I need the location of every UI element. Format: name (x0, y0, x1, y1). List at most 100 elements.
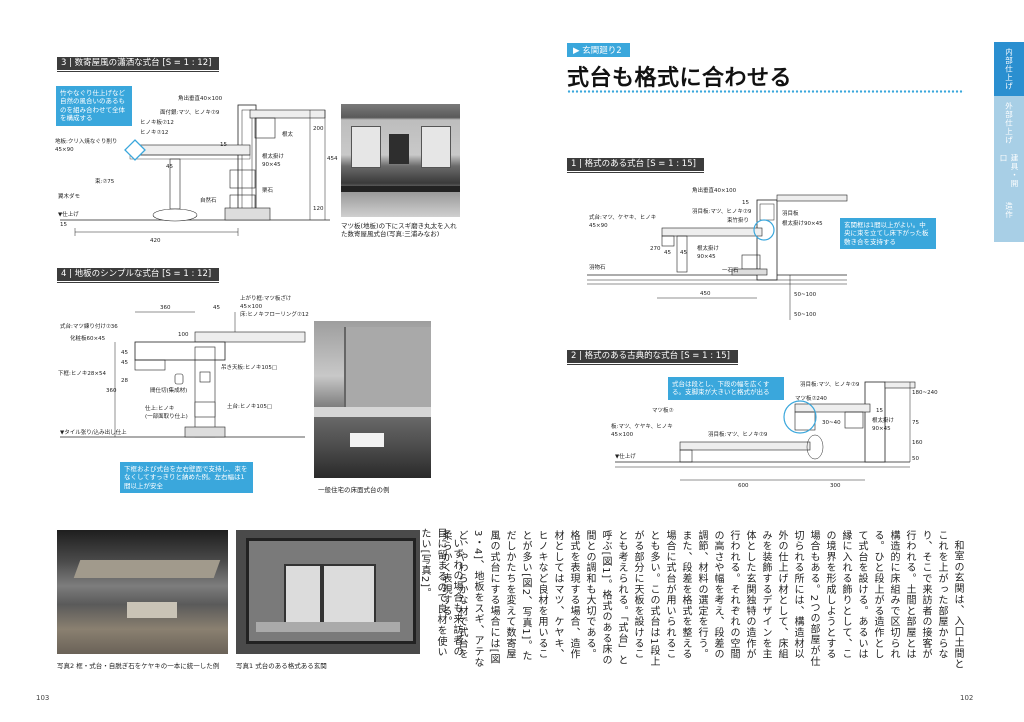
fig1-label: 45 (664, 250, 671, 256)
fig4-label: 下框:ヒノキ28×54 (58, 369, 106, 377)
fig2-label: 羽目板:マツ、ヒノキ⑦9 (800, 380, 860, 388)
fig3-label: 自然石 (200, 196, 217, 204)
photo-2 (57, 530, 228, 654)
fig1-label: 45 (680, 250, 687, 256)
fig3-label: 420 (150, 238, 161, 244)
fig2-label: マツ板⑦ (652, 406, 674, 414)
right-body-text: 和室の玄関は、入口土間とこれを上がった部屋からなり、そこで来訪者の接客が行われる… (440, 530, 965, 670)
fig3-label: 45×90 (55, 147, 74, 153)
fig4-label: 45 (121, 360, 128, 366)
fig2-label: 75 (912, 420, 919, 426)
fig4-label: 式台:マツ練り付け⑦36 (60, 322, 118, 330)
section-title-4: 4 | 地板のシンプルな式台 [S = 1 : 12] (57, 268, 220, 283)
fig4-label: 土台:ヒノキ105□ (227, 402, 272, 410)
fig2-label: 15 (876, 408, 883, 414)
category-tag-label: 玄関廻り2 (582, 46, 622, 56)
fig1-label: 根太掛け (697, 244, 720, 252)
fig1-label: 羽目板 (782, 209, 799, 217)
fig3-label: 120 (313, 206, 324, 212)
fig3-label: 45 (166, 164, 173, 170)
fig3-label: 束:⑦75 (95, 178, 115, 185)
fig1-label: 羽目板:マツ、ヒノキ⑦9 (692, 207, 752, 215)
figure-1-note: 玄関框は1間以上がよい。中央に束を立てし床下がった板敷き合を支持する (840, 218, 936, 250)
side-tab-fittings[interactable]: 建具・開口 (994, 148, 1024, 196)
figure-2-drawing: 羽目板:マツ、ヒノキ⑦9 マツ板⑦240 15 マツ板⑦ 板:マツ、ケヤキ、ヒノ… (611, 380, 938, 489)
page-number-left: 103 (36, 694, 50, 702)
fig1-label: 式台:マツ、ケヤキ、ヒノキ (589, 213, 656, 221)
photo-2-caption: 写真2 框・式台・自脱ぎ石をケヤキの一本に統一した例 (57, 662, 220, 670)
fig1-label: 45×90 (589, 223, 608, 229)
fig4-label: 100 (178, 332, 189, 338)
category-tag: ▶ 玄関廻り2 (567, 43, 630, 57)
tag-arrow-icon: ▶ (573, 46, 583, 56)
fig1-label: 270 (650, 246, 661, 252)
fig1-label: 50~100 (794, 292, 817, 298)
fig4-label: 間仕切(集成材) (150, 386, 187, 394)
fig2-label: 45×100 (611, 432, 634, 438)
fig2-label: 180~240 (912, 390, 938, 396)
fig1-label: 90×45 (697, 254, 716, 260)
fig4-label: 45 (121, 350, 128, 356)
figure-3-drawing: 角出垂直40×100 面付銀:マツ、ヒノキ⑦9 ヒノキ板⑦12 ヒノキ⑦12 1… (55, 94, 338, 244)
fig1-label: 50~100 (794, 312, 817, 318)
side-tab-exterior-finish[interactable]: 外部仕上げ (994, 96, 1024, 148)
section-title-3: 3 | 数寄屋風の瀟洒な式台 [S = 1 : 12] (57, 57, 220, 72)
fig4-label: 45 (213, 305, 220, 311)
right-body-paragraph: 和室の玄関は、入口土間とこれを上がった部屋からなり、そこで来訪者の接客が行われる… (440, 530, 963, 670)
fig3-label: 454 (327, 156, 338, 162)
fig4-label: 吊き天板:ヒノキ105□ (221, 363, 277, 371)
fig2-label: ▼仕上げ (615, 452, 636, 460)
fig4-label: 360 (106, 388, 117, 394)
fig3-label: 15 (220, 142, 227, 148)
side-tab-joinery[interactable]: 造作 (994, 196, 1024, 242)
fig3-label: ヒノキ板⑦12 (140, 118, 174, 126)
photo-1-caption: 写真1 式台のある格式ある玄関 (236, 662, 327, 670)
fig4-label: 床:ヒノキフローリング⑦12 (240, 310, 309, 318)
fig4-label: 仕上:ヒノキ (145, 404, 174, 412)
fig3-label: 角出垂直40×100 (178, 94, 223, 102)
fig2-label: 90×45 (872, 426, 891, 432)
fig3-label: 根太掛け (262, 152, 285, 160)
fig4-label: 上がり框:マツ板ざけ (240, 294, 292, 302)
fig1-label: 根太掛け90×45 (782, 219, 823, 227)
fig3-label: 栗石 (262, 187, 274, 194)
fig2-label: 羽目板:マツ、ヒノキ⑦9 (708, 430, 768, 438)
fig3-label: 地板:クリ入焼なぐり削り (55, 137, 117, 145)
figure-3-caption: マツ板(地板)の下にスギ磨き丸太を入れた数寄屋風式台(写真:三浦みなお) (341, 222, 457, 238)
fig1-label: 角出垂直40×100 (692, 186, 737, 194)
fig4-label: ▼タイル张り/込み出し仕上 (60, 428, 127, 436)
left-body-text: いずれの場合も来訪者の目に留まるので良材を使いたい[写真2]。 (419, 528, 464, 663)
fig1-label: 15 (742, 200, 749, 206)
fig4-label: 45×100 (240, 304, 263, 310)
fig4-label: (一部面取り仕上) (145, 412, 188, 420)
figure-2-note: 式台は段とし、下段の幅を広くする。支脚束が大きいと格式が出る (668, 377, 784, 400)
fig4-label: 360 (160, 305, 171, 311)
left-body-paragraph: いずれの場合も来訪者の目に留まるので良材を使いたい[写真2]。 (419, 528, 462, 658)
photo-1 (236, 530, 420, 654)
fig2-label: 300 (830, 483, 841, 489)
fig1-label: 450 (700, 291, 711, 297)
figure-4-note: 下框および式台を左右壁面で支持し、束をなくしてすっきりと納めた例。左右幅は1間以… (120, 462, 253, 494)
title-underline (567, 90, 964, 93)
page-title: 式台も格式に合わせる (567, 66, 793, 91)
figure-3-note: 竹やなぐり仕上げなど自然の風合いのあるものを組み合わせて全体を構成する (56, 86, 132, 126)
fig3-label: 翼木ダモ (58, 192, 80, 200)
fig3-label: 根太 (282, 130, 294, 138)
fig1-label: 羽物石 (589, 263, 606, 271)
photo-sukiya-shikidai (341, 104, 460, 217)
fig2-label: 600 (738, 483, 749, 489)
fig2-label: 30~40 (822, 420, 841, 426)
photo-general-shikidai (314, 321, 431, 478)
fig1-label: 束竹掛り (727, 216, 749, 224)
fig3-label: ▼仕上げ (58, 210, 79, 218)
page-number-right: 102 (960, 694, 974, 702)
fig3-label: ヒノキ⑦12 (140, 129, 168, 136)
fig3-label: 面付銀:マツ、ヒノキ⑦9 (160, 108, 220, 116)
fig1-label: 一石石 (722, 267, 739, 274)
fig4-label: 28 (121, 378, 128, 384)
section-title-2: 2 | 格式のある古典的な式台 [S = 1 : 15] (567, 350, 738, 365)
side-tab-interior-finish[interactable]: 内部仕上げ (994, 42, 1024, 96)
fig2-label: 160 (912, 440, 923, 446)
figure-4-caption: 一般住宅の床面式台の例 (318, 486, 390, 494)
fig2-label: 板:マツ、ケヤキ、ヒノキ (611, 422, 673, 430)
